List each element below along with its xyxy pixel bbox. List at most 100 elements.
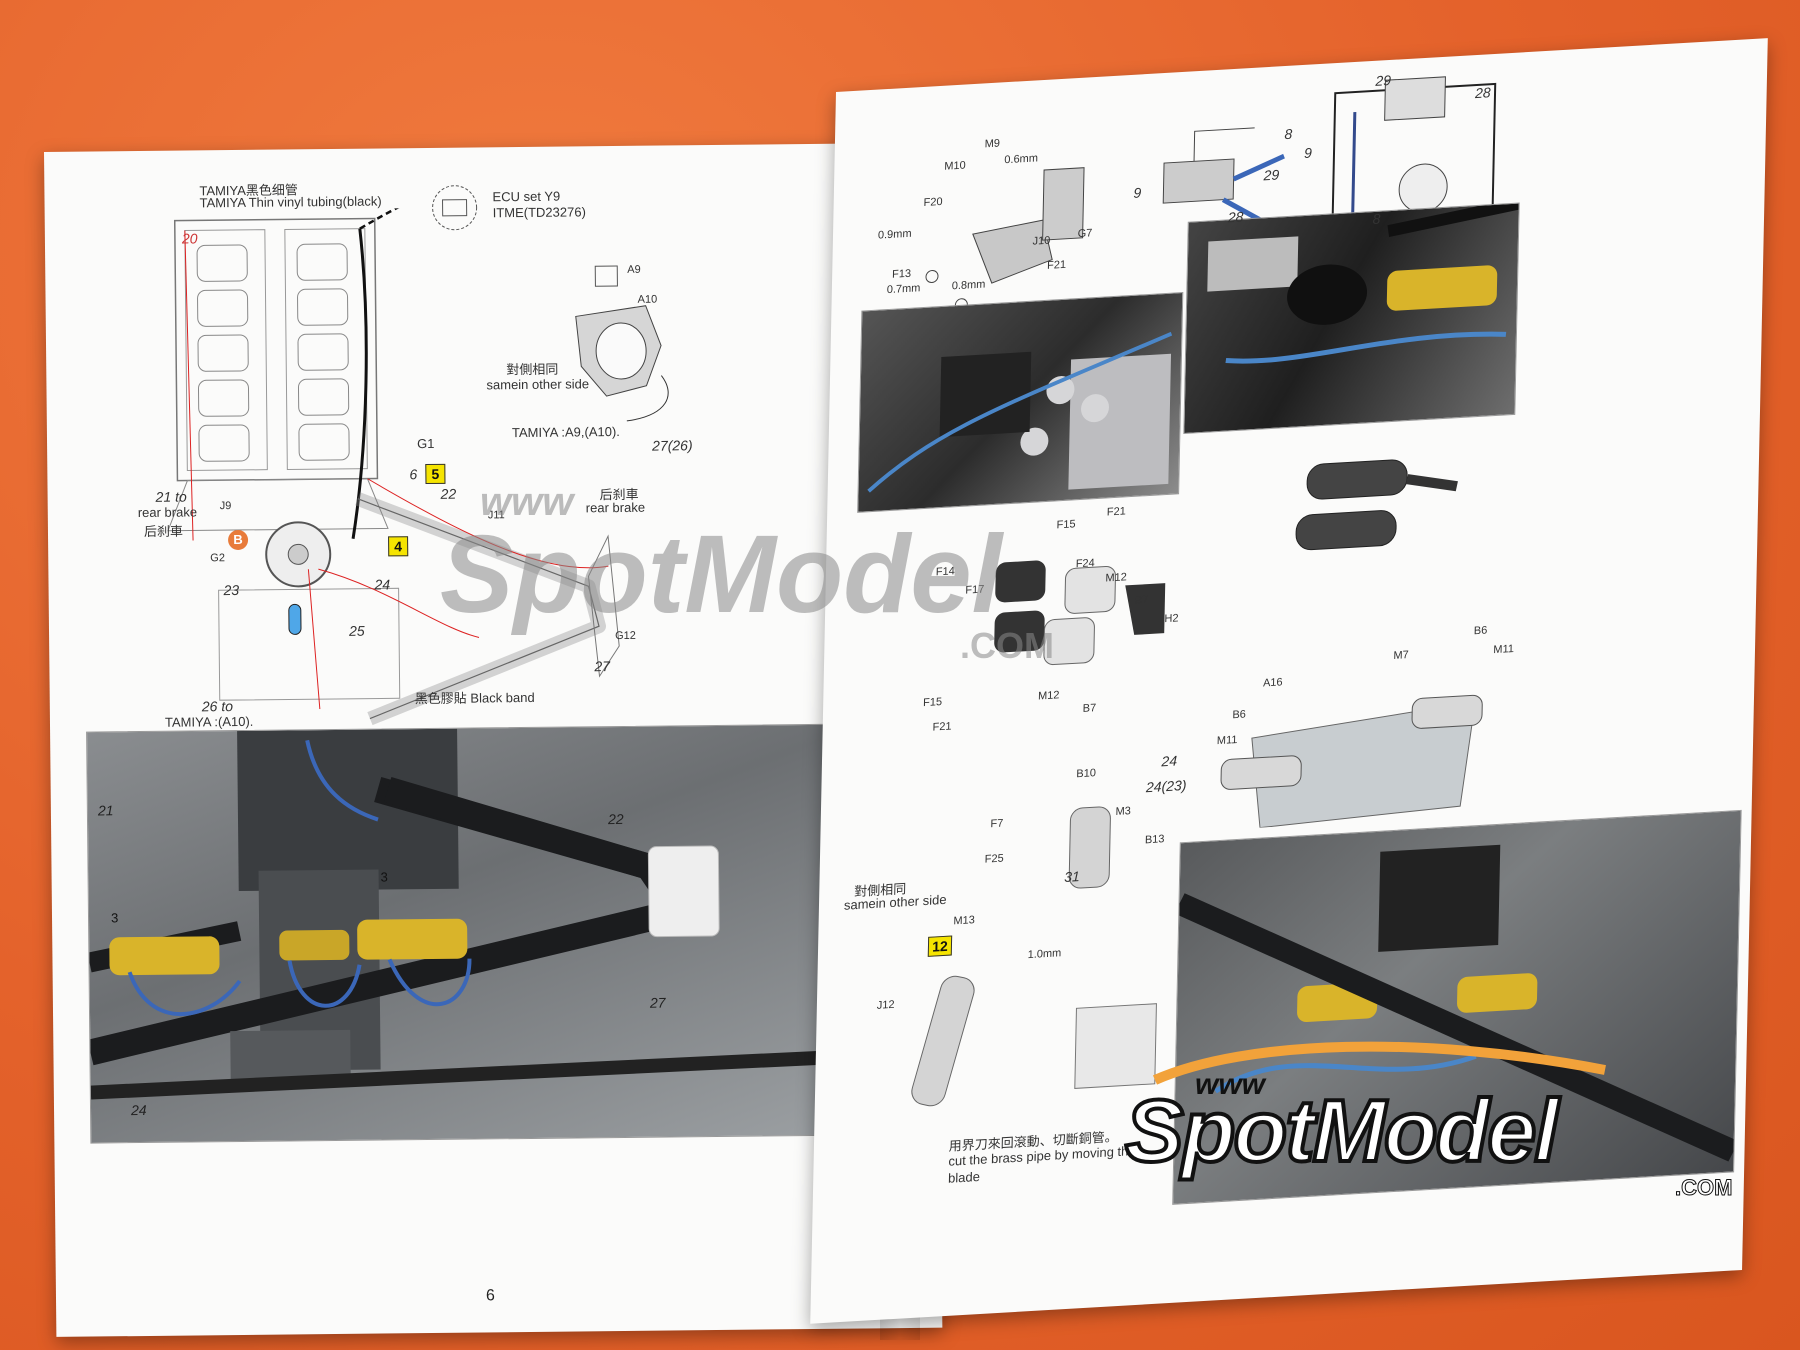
label-m12a: M12	[1105, 571, 1127, 585]
label-b7b: B7	[1082, 702, 1097, 715]
ref-j9: J9	[219, 500, 232, 513]
label-m9: M9	[984, 137, 1001, 151]
label-f15b: F15	[922, 696, 943, 710]
logo-brand: SpotModel	[1123, 1079, 1561, 1182]
bracket-diagram	[575, 265, 669, 422]
label-9a: 9	[1133, 184, 1142, 201]
tubing-label-en: TAMIYA Thin vinyl tubing(black)	[199, 193, 382, 211]
label-m12b: M12	[1037, 689, 1060, 703]
damper-diagram	[911, 806, 1157, 1107]
label-f21c: F21	[932, 720, 952, 734]
photo-ref-3a: 3	[110, 910, 119, 926]
label-j10: J10	[1032, 234, 1051, 248]
part-a9-label: A9	[627, 263, 641, 276]
label-m10: M10	[944, 159, 966, 173]
label-28b: 28	[1474, 84, 1491, 102]
label-m11a: M11	[1493, 642, 1515, 657]
label-f21: F21	[1046, 258, 1067, 272]
part-a10-label: A10	[637, 293, 658, 306]
label-31: 31	[1064, 868, 1080, 886]
engine-photo-top-art	[867, 331, 1173, 493]
label-29a: 29	[1263, 166, 1280, 184]
label-j12: J12	[876, 998, 895, 1012]
ref-24: 24	[374, 576, 391, 593]
label-m7: M7	[1393, 649, 1409, 662]
watermark-www: www	[480, 480, 574, 524]
ref-21-to: 21 to	[155, 488, 187, 505]
engine-photo-bottom-art	[1174, 844, 1739, 1162]
label-a16: A16	[1262, 676, 1283, 690]
same-other-side-cn: 對側相同	[506, 361, 559, 378]
ref-g2: G2	[210, 552, 226, 565]
photo-ref-22: 22	[607, 810, 624, 828]
engine-photo-side	[1183, 202, 1520, 435]
label-g7: G7	[1077, 227, 1093, 241]
label-b13: B13	[1144, 833, 1165, 847]
page-number: 6	[485, 1287, 495, 1305]
logo-com: .COM	[1674, 1175, 1733, 1201]
spotmodel-watermark: www SpotModel .COM	[440, 480, 1054, 667]
ref-23: 23	[223, 581, 240, 599]
label-b6a: B6	[1473, 624, 1488, 638]
logo-swoosh	[1152, 1041, 1606, 1085]
photo-ref-24: 24	[130, 1101, 147, 1119]
fuel-pump-diagram	[925, 167, 1085, 312]
step-4-box: 4	[388, 536, 409, 557]
label-h2: H2	[1164, 612, 1179, 626]
step-12-box: 12	[927, 935, 953, 957]
wishbone-diagram	[355, 478, 620, 726]
engine-photo-bottom	[1172, 809, 1742, 1205]
ref-20: 20	[181, 230, 198, 247]
ref-27-26: 27(26)	[652, 437, 693, 454]
badge-b: B	[227, 529, 249, 551]
ecu-item-label: ITME(TD23276)	[492, 204, 586, 221]
label-f20: F20	[923, 195, 943, 209]
photo-ref-3b: 3	[380, 869, 388, 885]
label-f25: F25	[984, 852, 1004, 866]
engine-photo-rear: 21 22 3 3 27 24	[86, 723, 901, 1144]
tamiya-a9-label: TAMIYA :A9,(A10).	[511, 423, 620, 441]
coil-mount-diagram	[1220, 694, 1483, 829]
label-29b: 29	[1375, 71, 1392, 89]
ref-25: 25	[348, 622, 365, 639]
tamiya-a10-label: TAMIYA :(A10).	[164, 713, 254, 730]
watermark-com: .COM	[960, 625, 1054, 666]
label-28a: 28	[1227, 208, 1244, 226]
same-other-side-en: samein other side	[486, 376, 590, 393]
injector-assembly-diagram	[994, 560, 1166, 666]
cut-instruction-en-2: blade	[947, 1168, 981, 1186]
ecu-label: ECU set Y9	[492, 188, 561, 205]
ref-26-to: 26 to	[201, 698, 234, 715]
label-f15: F15	[1056, 518, 1076, 532]
label-8b: 8	[1372, 210, 1381, 228]
ref-6: 6	[409, 466, 418, 483]
label-09mm: 0.9mm	[877, 227, 912, 242]
label-f24: F24	[1075, 557, 1095, 571]
label-9b: 9	[1303, 144, 1313, 161]
label-b6b: B6	[1232, 708, 1246, 722]
label-b7a: B7	[1134, 594, 1149, 607]
instruction-page-left: TAMIYA黑色细管 TAMIYA Thin vinyl tubing(blac…	[44, 142, 943, 1337]
ecu-diagram	[432, 185, 478, 231]
label-10mm: 1.0mm	[1027, 947, 1062, 962]
pump-assembly-diagram	[1162, 127, 1285, 230]
label-24-23: 24(23)	[1145, 776, 1187, 796]
fuel-line-schematic	[1331, 76, 1497, 245]
engine-photo-top	[857, 291, 1184, 513]
engine-photo-side-art	[1207, 203, 1519, 364]
watermark-brand: SpotModel	[440, 513, 1003, 636]
label-07mm: 0.7mm	[886, 282, 921, 297]
label-24: 24	[1161, 752, 1178, 770]
label-m11b: M11	[1216, 733, 1238, 748]
engine-diagram	[167, 207, 480, 710]
photo-ref-21: 21	[97, 802, 114, 819]
instruction-page-right: M9 M10 0.6mm F20 0.9mm F13 0.7mm 0.8mm F…	[810, 38, 1768, 1324]
label-8a: 8	[1284, 125, 1293, 143]
label-f7: F7	[990, 817, 1004, 831]
label-f21b: F21	[1106, 505, 1126, 519]
label-06mm: 0.6mm	[1004, 152, 1039, 167]
label-f13: F13	[891, 267, 912, 281]
logo-www: www	[1195, 1068, 1266, 1101]
photo-ref-27: 27	[649, 994, 666, 1011]
label-m13: M13	[953, 914, 975, 928]
